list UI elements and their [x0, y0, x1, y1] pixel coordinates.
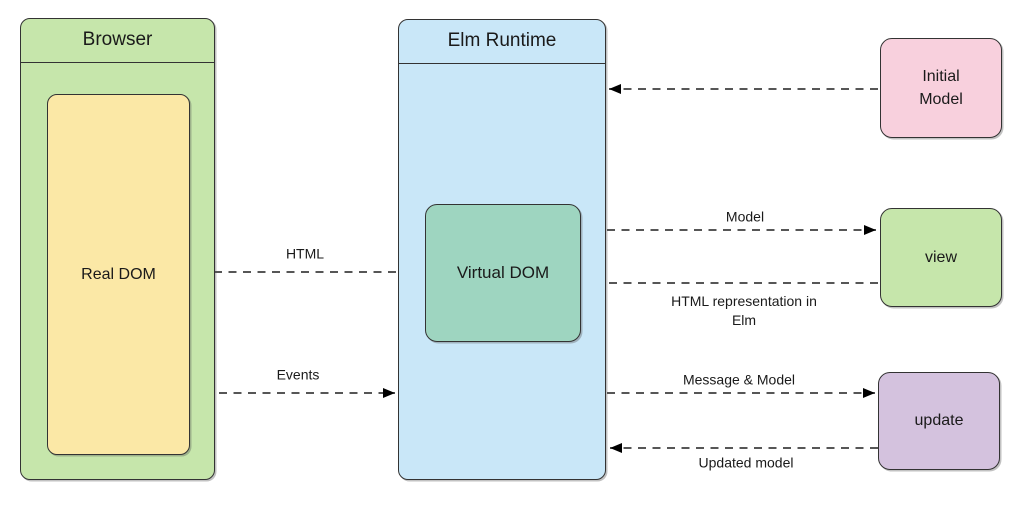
updated-model-arrow-label: Updated model	[698, 454, 794, 471]
view-label: view	[924, 248, 957, 266]
html-representation-line2: Elm	[731, 312, 757, 328]
events-arrow-label: Events	[276, 366, 320, 383]
real-dom-box: Real DOM	[47, 94, 190, 455]
browser-title: Browser	[21, 19, 214, 63]
html-representation-line1: HTML representation in	[671, 293, 817, 310]
initial-model-label: Initial Model	[919, 67, 963, 108]
initial-model-box: Initial Model	[880, 38, 1002, 138]
html-arrow-label: HTML	[285, 245, 325, 262]
html-representation-arrow-label: HTML representation in Elm	[619, 292, 869, 330]
virtual-dom-box: Virtual DOM	[425, 204, 581, 342]
elm-runtime-title: Elm Runtime	[399, 20, 605, 64]
elm-runtime-box: Elm Runtime Virtual DOM	[398, 19, 606, 480]
update-label: update	[914, 412, 964, 429]
browser-box: Browser Real DOM	[20, 18, 215, 480]
model-arrow-label: Model	[725, 208, 765, 225]
update-box: update	[878, 372, 1000, 470]
real-dom-label: Real DOM	[81, 265, 156, 283]
view-box: view	[880, 208, 1002, 307]
message-model-arrow-label: Message & Model	[682, 371, 796, 388]
virtual-dom-label: Virtual DOM	[456, 263, 550, 282]
